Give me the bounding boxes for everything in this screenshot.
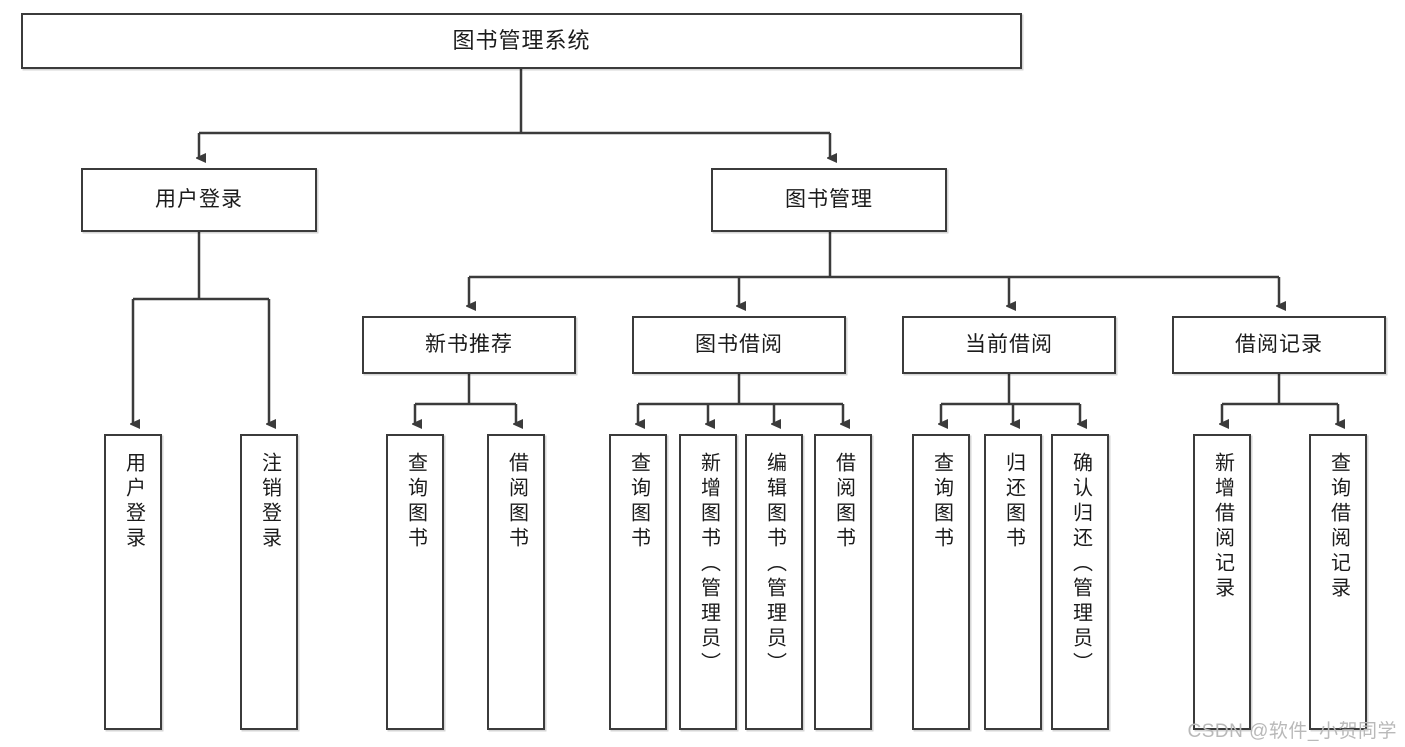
node-leaf-query-book-1[interactable]: 查询图书 (386, 434, 444, 730)
node-leaf-confirm-return[interactable]: 确认归还（管理员） (1051, 434, 1109, 730)
leaf-label: 归还图书 (1002, 452, 1025, 552)
node-user-login[interactable]: 用户登录 (81, 168, 317, 232)
leaf-label: 注销登录 (258, 452, 281, 552)
node-leaf-return-book[interactable]: 归还图书 (984, 434, 1042, 730)
node-current-borrow[interactable]: 当前借阅 (902, 316, 1116, 374)
node-root[interactable]: 图书管理系统 (21, 13, 1022, 69)
leaf-label: 查询图书 (930, 452, 953, 552)
node-leaf-query-record[interactable]: 查询借阅记录 (1309, 434, 1367, 730)
node-book-borrow[interactable]: 图书借阅 (632, 316, 846, 374)
node-leaf-user-login[interactable]: 用户登录 (104, 434, 162, 730)
node-book-borrow-label: 图书借阅 (695, 333, 783, 357)
node-leaf-borrow-book-2[interactable]: 借阅图书 (814, 434, 872, 730)
leaf-label: 查询图书 (404, 452, 427, 552)
leaf-label: 查询借阅记录 (1327, 452, 1350, 602)
node-new-book-rec-label: 新书推荐 (425, 333, 513, 357)
node-leaf-add-record[interactable]: 新增借阅记录 (1193, 434, 1251, 730)
node-leaf-add-book[interactable]: 新增图书（管理员） (679, 434, 737, 730)
leaf-label: 确认归还（管理员） (1069, 452, 1092, 677)
node-leaf-logout[interactable]: 注销登录 (240, 434, 298, 730)
node-leaf-edit-book[interactable]: 编辑图书（管理员） (745, 434, 803, 730)
node-root-label: 图书管理系统 (452, 27, 591, 53)
leaf-label: 新增借阅记录 (1211, 452, 1234, 602)
leaf-label: 借阅图书 (505, 452, 528, 552)
node-borrow-record[interactable]: 借阅记录 (1172, 316, 1386, 374)
node-borrow-record-label: 借阅记录 (1235, 333, 1323, 357)
node-leaf-query-book-3[interactable]: 查询图书 (912, 434, 970, 730)
node-book-manage-label: 图书管理 (785, 188, 873, 212)
leaf-label: 用户登录 (122, 452, 145, 552)
node-book-manage[interactable]: 图书管理 (711, 168, 947, 232)
node-leaf-query-book-2[interactable]: 查询图书 (609, 434, 667, 730)
leaf-label: 新增图书（管理员） (697, 452, 720, 677)
watermark: CSDN @软件_小贺同学 (1187, 721, 1397, 742)
node-leaf-borrow-book-1[interactable]: 借阅图书 (487, 434, 545, 730)
node-user-login-label: 用户登录 (155, 188, 243, 212)
node-current-borrow-label: 当前借阅 (965, 333, 1053, 357)
leaf-label: 借阅图书 (832, 452, 855, 552)
leaf-label: 查询图书 (627, 452, 650, 552)
node-new-book-rec[interactable]: 新书推荐 (362, 316, 576, 374)
leaf-label: 编辑图书（管理员） (763, 452, 786, 677)
